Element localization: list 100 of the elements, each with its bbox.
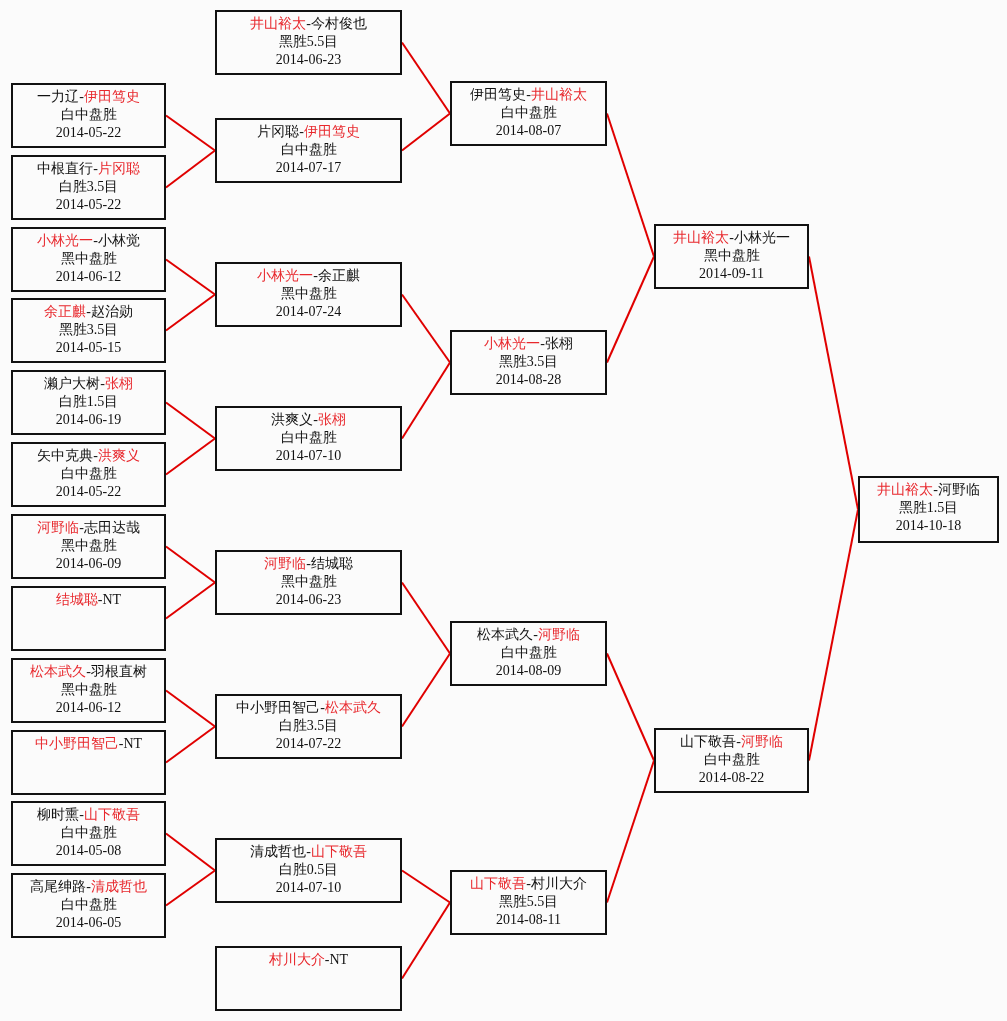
match-box bbox=[215, 838, 402, 903]
match-players: 矢中克典-洪爽义 bbox=[36, 447, 141, 465]
bracket-line bbox=[606, 255, 655, 364]
match-result: 黑胜5.5目 bbox=[277, 33, 340, 51]
match-box bbox=[654, 224, 809, 289]
match-box bbox=[11, 658, 166, 723]
bracket-line bbox=[401, 41, 451, 115]
match-players: 村川大介-NT bbox=[267, 951, 350, 969]
match-date: 2014-06-12 bbox=[54, 268, 123, 286]
match-result: 黑胜3.5目 bbox=[57, 321, 120, 339]
match-box bbox=[215, 406, 402, 471]
match-date: 2014-06-12 bbox=[54, 699, 123, 717]
match-box bbox=[215, 946, 402, 1011]
match-result: 白胜1.5目 bbox=[57, 393, 120, 411]
match-box bbox=[11, 586, 166, 651]
match-box bbox=[215, 10, 402, 75]
match-result: 黑中盘胜 bbox=[279, 285, 338, 303]
match-date: 2014-08-28 bbox=[494, 371, 563, 389]
match-date: 2014-05-22 bbox=[54, 196, 123, 214]
match-players: 井山裕太-小林光一 bbox=[672, 229, 791, 247]
match-date: 2014-07-24 bbox=[274, 303, 343, 321]
match-players: 一力辽-伊田笃史 bbox=[36, 88, 141, 106]
match-players: 洪爽义-张栩 bbox=[270, 411, 347, 429]
match-result: 白中盘胜 bbox=[59, 896, 118, 914]
match-date: 2014-05-22 bbox=[54, 483, 123, 501]
match-players: 结城聪-NT bbox=[54, 591, 123, 609]
bracket-line bbox=[401, 293, 451, 364]
match-box bbox=[11, 155, 166, 220]
match-players: 濑户大树-张栩 bbox=[43, 375, 134, 393]
match-date: 2014-08-22 bbox=[697, 769, 766, 787]
match-box bbox=[450, 870, 607, 935]
match-box bbox=[11, 801, 166, 866]
match-result: 白胜0.5目 bbox=[277, 861, 340, 879]
match-result: 白中盘胜 bbox=[279, 429, 338, 447]
match-players: 松本武久-河野临 bbox=[476, 626, 581, 644]
match-result: 白中盘胜 bbox=[499, 644, 558, 662]
match-box bbox=[450, 621, 607, 686]
match-date: 2014-05-08 bbox=[54, 842, 123, 860]
match-date: 2014-06-09 bbox=[54, 555, 123, 573]
match-date: 2014-07-10 bbox=[274, 879, 343, 897]
match-result: 白中盘胜 bbox=[59, 465, 118, 483]
match-players: 中根直行-片冈聪 bbox=[36, 160, 141, 178]
bracket-line bbox=[606, 652, 655, 762]
bracket-line bbox=[401, 581, 451, 655]
match-date: 2014-05-15 bbox=[54, 339, 123, 357]
bracket-line bbox=[165, 689, 216, 728]
match-box bbox=[450, 81, 607, 146]
match-date: 2014-05-22 bbox=[54, 124, 123, 142]
match-box bbox=[11, 83, 166, 148]
match-players: 松本武久-羽根直树 bbox=[29, 663, 148, 681]
match-date: 2014-06-05 bbox=[54, 914, 123, 932]
match-box bbox=[11, 442, 166, 507]
match-date: 2014-08-07 bbox=[494, 122, 563, 140]
match-box bbox=[215, 694, 402, 759]
bracket-line bbox=[165, 114, 216, 152]
match-date: 2014-07-22 bbox=[274, 735, 343, 753]
match-result: 白中盘胜 bbox=[59, 106, 118, 124]
match-result: 白胜3.5目 bbox=[277, 717, 340, 735]
bracket-line bbox=[401, 112, 451, 152]
bracket-line bbox=[165, 869, 216, 907]
match-result: 白中盘胜 bbox=[499, 104, 558, 122]
match-players: 井山裕太-今村俊也 bbox=[249, 15, 368, 33]
match-players: 井山裕太-河野临 bbox=[876, 481, 981, 499]
bracket-line bbox=[165, 725, 216, 764]
bracket-line bbox=[165, 832, 216, 872]
match-box bbox=[11, 227, 166, 292]
match-result: 黑胜3.5目 bbox=[497, 353, 560, 371]
match-date: 2014-06-23 bbox=[274, 591, 343, 609]
match-players: 中小野田智己-NT bbox=[33, 735, 144, 753]
match-box bbox=[11, 730, 166, 795]
match-players: 片冈聪-伊田笃史 bbox=[256, 123, 361, 141]
match-box bbox=[11, 298, 166, 363]
match-box bbox=[858, 476, 999, 543]
match-date: 2014-07-17 bbox=[274, 159, 343, 177]
match-date: 2014-06-19 bbox=[54, 411, 123, 429]
match-players: 河野临-结城聪 bbox=[263, 555, 354, 573]
bracket-line bbox=[401, 869, 451, 904]
match-box bbox=[11, 514, 166, 579]
bracket-line bbox=[401, 901, 451, 980]
match-date: 2014-07-10 bbox=[274, 447, 343, 465]
match-players: 山下敬吾-村川大介 bbox=[469, 875, 588, 893]
match-box bbox=[215, 118, 402, 183]
match-date: 2014-08-11 bbox=[495, 911, 562, 929]
match-result: 黑中盘胜 bbox=[59, 681, 118, 699]
match-result: 白中盘胜 bbox=[279, 141, 338, 159]
bracket-line bbox=[165, 581, 216, 620]
match-result: 黑中盘胜 bbox=[59, 537, 118, 555]
match-players: 高尾绅路-清成哲也 bbox=[29, 878, 148, 896]
match-date: 2014-08-09 bbox=[494, 662, 563, 680]
match-result: 黑中盘胜 bbox=[279, 573, 338, 591]
bracket-line bbox=[165, 258, 216, 296]
match-players: 伊田笃史-井山裕太 bbox=[469, 86, 588, 104]
match-result: 黑中盘胜 bbox=[59, 250, 118, 268]
match-box bbox=[450, 330, 607, 395]
match-players: 小林光一-张栩 bbox=[483, 335, 574, 353]
match-date: 2014-10-18 bbox=[894, 517, 963, 535]
match-box bbox=[11, 370, 166, 435]
match-players: 柳时熏-山下敬吾 bbox=[36, 806, 141, 824]
match-box bbox=[215, 550, 402, 615]
match-result: 黑胜5.5目 bbox=[497, 893, 560, 911]
